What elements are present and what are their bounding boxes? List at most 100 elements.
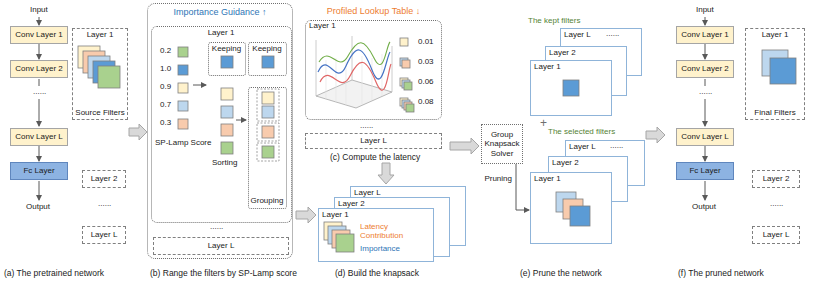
filter-card — [178, 83, 188, 93]
filter-card — [404, 82, 412, 90]
fc-layer-box: Fc Layer — [10, 162, 68, 180]
ellipsis: ...... — [699, 87, 712, 97]
node-text: Conv Layer 2 — [681, 64, 729, 74]
node-text: Grouping — [251, 196, 284, 206]
node-text: Layer 2 — [338, 199, 446, 209]
block-arrow — [129, 124, 147, 140]
io-label: Input — [696, 5, 714, 15]
node-text: Fc Layer — [23, 166, 54, 176]
panel-caption: (f) The pruned network — [678, 268, 764, 278]
layer-box: Layer L — [82, 226, 126, 244]
ellipsis: ...... — [210, 222, 223, 232]
flow-line — [39, 17, 40, 25]
step-label: Sorting — [212, 158, 237, 168]
ellipsis: ...... — [360, 121, 373, 131]
node-text: Conv Layer 2 — [15, 64, 63, 74]
ellipsis: ...... — [610, 141, 623, 151]
filter-card — [221, 56, 233, 68]
filter-card — [221, 106, 233, 118]
edge-label: Pruning — [484, 174, 512, 184]
node-text: Final Filters — [754, 108, 795, 118]
layer-box: Conv Layer L — [10, 128, 68, 146]
node-text: Layer 1 — [762, 30, 789, 40]
layer-box: Layer L — [305, 133, 442, 149]
axis-label: SP-Lamp Score — [155, 138, 211, 148]
node-text: Layer 1 — [87, 30, 114, 40]
fc-layer-box: Fc Layer — [676, 162, 734, 180]
panel-caption: (a) The pretrained network — [4, 268, 104, 278]
layer-box: Conv Layer 2 — [676, 60, 734, 78]
filter-card — [221, 88, 233, 100]
node-text: Layer 2 — [549, 48, 623, 58]
node-text: Layer 2 — [763, 174, 790, 184]
filter-card — [178, 119, 188, 129]
flow-line — [39, 181, 40, 200]
node-text: Layer 2 — [91, 174, 118, 184]
latency-surface-plot — [326, 54, 382, 105]
latency-surface-plot — [320, 62, 391, 90]
filter-card — [400, 38, 408, 46]
node-text: Keeping — [212, 44, 241, 54]
node-text: Profiled Lookup Table ↓ — [306, 6, 441, 17]
node-text: Conv Layer 1 — [681, 30, 729, 40]
connector — [516, 164, 529, 210]
filter-card — [262, 146, 274, 158]
filter-card — [262, 56, 274, 68]
latency-value: 0.06 — [418, 77, 434, 87]
node-text: Layer 1 — [208, 28, 235, 38]
plus-sign: + — [540, 116, 547, 130]
connector — [705, 44, 706, 59]
layer-box: Layer L — [153, 237, 289, 255]
flow-line — [236, 120, 246, 121]
panel-caption: (e) Prune the network — [520, 268, 602, 278]
flow-line — [705, 99, 706, 126]
panel-caption: (c) Compute the latency — [330, 152, 420, 162]
score-value: 0.3 — [160, 118, 171, 128]
filter-card — [406, 104, 414, 112]
panel-caption: (d) Build the knapsack — [335, 268, 419, 278]
group-outline — [257, 89, 279, 121]
block-arrow — [450, 138, 479, 154]
node-text: Latency Contribution — [360, 222, 424, 241]
node-text: Layer 1 — [322, 210, 430, 220]
layer-box: Layer L — [752, 226, 800, 244]
group-outline — [257, 89, 279, 161]
flow-line — [705, 181, 706, 200]
node-text: Fc Layer — [689, 166, 720, 176]
connector — [705, 146, 706, 161]
filter-card — [221, 124, 233, 136]
group-title: The selected filters — [548, 127, 615, 137]
flow-line — [705, 79, 706, 86]
score-value: 0.2 — [160, 46, 171, 56]
node-text: Layer 1 — [306, 21, 441, 31]
latency-surface-plot — [318, 50, 390, 79]
node-text: Layer L — [763, 230, 790, 240]
io-label: Output — [26, 202, 50, 212]
layer-box: Conv Layer 1 — [676, 26, 734, 44]
layer-box: Layer 2 — [752, 170, 800, 188]
group-outline — [257, 123, 279, 141]
filter-card — [178, 101, 188, 111]
node-text: Layer 1 — [534, 62, 608, 72]
ellipsis: ...... — [606, 29, 619, 39]
ellipsis: ...... — [33, 87, 46, 97]
group-title: The kept filters — [528, 16, 580, 26]
node-text: Conv Layer 1 — [15, 30, 63, 40]
layer-box: Conv Layer 2 — [10, 60, 68, 78]
filter-card — [178, 47, 188, 57]
filter-card — [262, 92, 274, 104]
latency-value: 0.08 — [418, 97, 434, 107]
latency-surface-plot — [319, 42, 390, 65]
node-text: Layer L — [208, 241, 235, 251]
node-text: Importance Guidance ↑ — [173, 7, 266, 18]
node-text: Source Filters — [75, 108, 124, 118]
connector — [39, 44, 40, 59]
solver-box: Group Knapsack Solver — [481, 124, 523, 164]
node-text: Layer L — [91, 230, 118, 240]
layer-box: Conv Layer L — [676, 128, 734, 146]
node-text: Layer L — [564, 30, 638, 40]
panel-caption: (b) Range the filters by SP-Lamp score — [150, 268, 297, 278]
